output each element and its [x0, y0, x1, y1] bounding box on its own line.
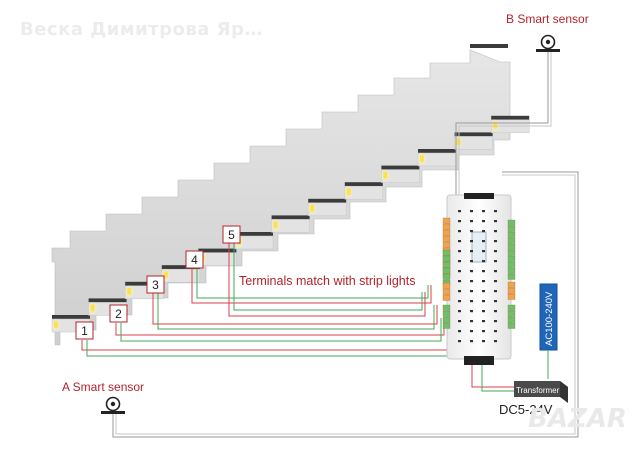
wire-4-green [196, 268, 429, 299]
wire-3-green [157, 293, 435, 330]
stair-step [160, 265, 201, 283]
step-light-icon [307, 201, 318, 216]
stair-step [417, 149, 457, 167]
terminals-note: Terminals match with strip lights [239, 274, 415, 288]
controller-power-connector [464, 356, 494, 365]
step-light-icon [380, 168, 391, 183]
a-sensor: A Smart sensor [62, 171, 579, 438]
terminal-box: 3 [146, 275, 165, 294]
controller-pins [458, 210, 497, 343]
b-sensor: B Smart sensor [455, 12, 589, 195]
ac-supply-label: AC100-240V [544, 291, 555, 346]
terminal-box: 5 [222, 225, 241, 244]
terminal-number: 1 [81, 324, 88, 338]
b-sensor-label: B Smart sensor [506, 12, 589, 26]
wire-2-green [120, 318, 442, 342]
stair-step [343, 182, 384, 200]
terminal-box: 2 [109, 304, 128, 323]
sensor-icon [536, 34, 560, 52]
wire-1-red [81, 330, 451, 351]
stair-steps [51, 44, 530, 333]
site-logo: BAZAR [528, 404, 627, 434]
wire-1-green [86, 330, 448, 357]
wire-5-green [233, 242, 423, 311]
a-sensor-label: A Smart sensor [62, 380, 144, 394]
step-light-icon [51, 318, 61, 332]
step-light-icon [124, 284, 135, 299]
terminal-number: 5 [228, 228, 235, 242]
controller-terminal-blocks [442, 217, 516, 329]
sensor-icon [101, 396, 125, 414]
wire-4-red [191, 268, 432, 304]
transformer: Transformer [471, 365, 568, 403]
transformer-label: Transformer [516, 386, 560, 395]
step-light-icon [343, 185, 354, 200]
step-light-icon [87, 301, 98, 316]
wire-2-red [115, 318, 445, 336]
terminal-box: 1 [75, 321, 94, 340]
terminal-box: 4 [185, 250, 204, 269]
wire-3-red [152, 293, 438, 325]
terminal-number: 3 [152, 278, 159, 292]
controller-unit [442, 193, 516, 365]
dc-supply-label: DC5-24V [499, 402, 553, 417]
wire-5-red [228, 242, 426, 317]
a-sensor-wire [112, 171, 579, 438]
stair-step [307, 198, 347, 217]
terminal-number: 2 [115, 307, 122, 321]
terminal-number: 4 [191, 253, 198, 267]
controller-top-connector [464, 193, 494, 199]
ac-supply: AC100-240V [539, 283, 558, 379]
terminal-boxes: 1 2 3 4 5 [75, 225, 241, 340]
stair-step [380, 165, 420, 183]
stair-step [490, 115, 530, 134]
watermark-text: Веска Димитрова Яр… [20, 19, 263, 40]
step-light-icon [417, 152, 427, 166]
b-sensor-wire [455, 52, 549, 195]
controller-chip [471, 231, 487, 263]
stair-step [270, 215, 310, 233]
step-light-icon [270, 218, 281, 233]
